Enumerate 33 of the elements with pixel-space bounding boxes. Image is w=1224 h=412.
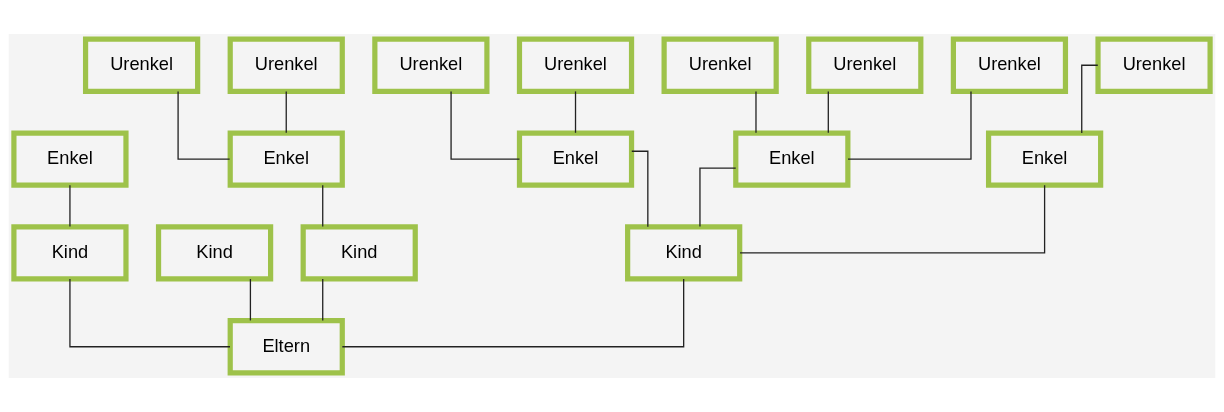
node-box: Kind	[11, 224, 129, 282]
connector	[69, 278, 231, 348]
connector	[755, 90, 757, 134]
connector	[249, 278, 252, 322]
connector	[827, 90, 829, 134]
node-box: Enkel	[985, 130, 1104, 188]
node-box: Enkel	[733, 130, 851, 188]
node-box: Enkel	[227, 130, 345, 188]
connector	[285, 90, 287, 134]
connector	[69, 184, 71, 228]
connector	[177, 90, 231, 160]
connector	[739, 184, 1046, 254]
node-box: Urenkel	[1095, 36, 1213, 94]
node-box: Kind	[155, 224, 274, 282]
node-box: Urenkel	[661, 36, 779, 94]
node-box: Enkel	[516, 130, 635, 188]
node-box: Eltern	[227, 318, 345, 376]
connector	[322, 184, 324, 228]
node-box: Urenkel	[950, 36, 1069, 94]
connector	[847, 90, 972, 160]
node-box: Urenkel	[516, 36, 635, 94]
connector	[699, 167, 737, 228]
node-box: Enkel	[11, 130, 129, 188]
connector	[341, 278, 685, 348]
node-box: Kind	[625, 224, 743, 282]
node-box: Urenkel	[82, 36, 201, 94]
node-box: Urenkel	[806, 36, 924, 94]
node-box: Urenkel	[227, 36, 345, 94]
connector	[574, 90, 577, 134]
node-box: Kind	[300, 224, 418, 282]
connector	[450, 90, 521, 160]
connector	[322, 278, 324, 322]
node-box: Urenkel	[372, 36, 490, 94]
